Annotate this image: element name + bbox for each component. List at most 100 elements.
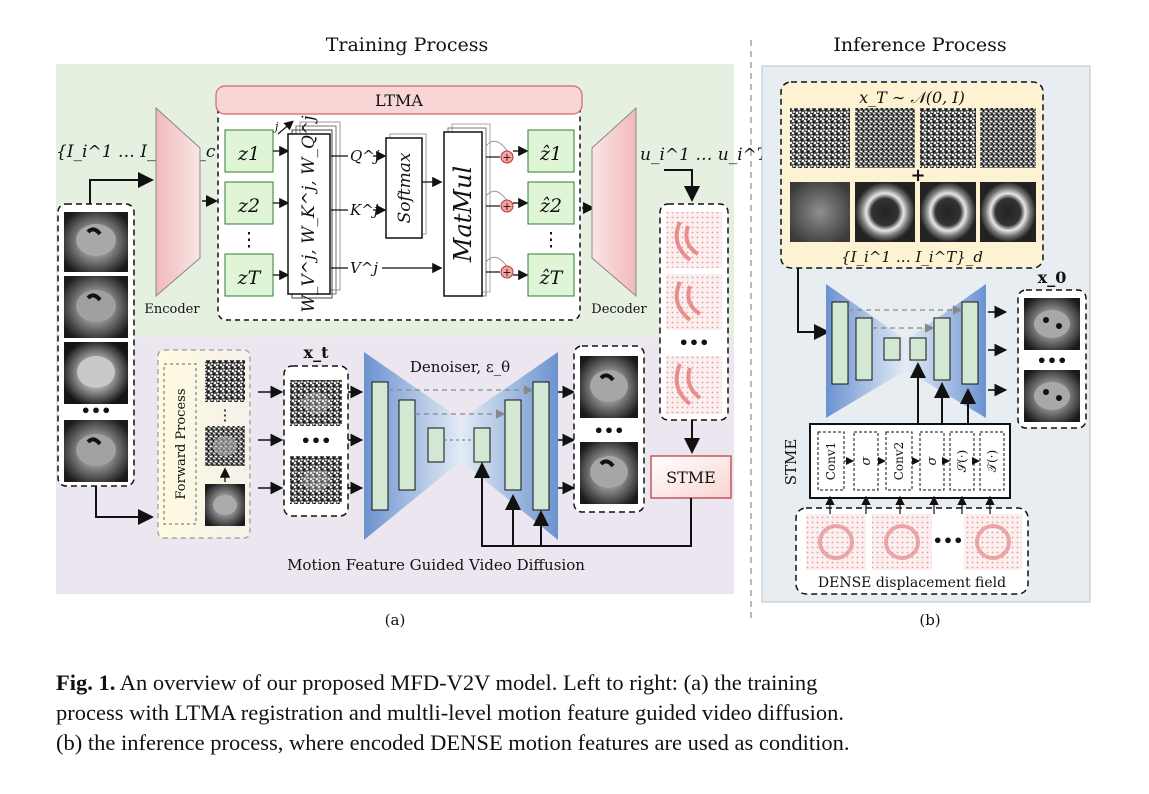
caption-line-3: (b) the inference process, where encoded… bbox=[56, 730, 850, 755]
ltma-header bbox=[215, 85, 583, 115]
input-ellipsis: ••• bbox=[81, 401, 112, 420]
caption-figure-number: Fig. 1. bbox=[56, 670, 116, 695]
xt-label: x_t bbox=[304, 343, 330, 362]
inference-output-ellipsis: ••• bbox=[1037, 351, 1068, 370]
svg-text:ẑ2: ẑ2 bbox=[539, 195, 562, 217]
inference-title: Inference Process bbox=[833, 34, 1006, 56]
panel-b-label: (b) bbox=[919, 611, 940, 629]
encoder-block bbox=[155, 106, 201, 298]
softmax-block: Softmax bbox=[385, 133, 427, 239]
svg-text:𝒮(·): 𝒮(·) bbox=[955, 450, 969, 472]
q-label: Q^j bbox=[350, 147, 380, 165]
arrow-decoder-to-fields bbox=[664, 169, 700, 202]
input-frame bbox=[64, 342, 128, 404]
stme-block-training bbox=[650, 455, 732, 499]
noise-label: x_T ∼ 𝒩(0, I) bbox=[859, 88, 965, 107]
plus-sign: + bbox=[910, 165, 925, 186]
forward-noise-image bbox=[205, 360, 245, 402]
svg-text:ẑ1: ẑ1 bbox=[539, 143, 562, 165]
arrow-noise-to-unet bbox=[797, 268, 830, 340]
diffusion-label: Motion Feature Guided Video Diffusion bbox=[287, 556, 585, 574]
decoder-block bbox=[591, 106, 637, 298]
noise-image bbox=[920, 108, 976, 168]
output-zhat1: ẑ1 bbox=[527, 129, 575, 173]
index-arrow bbox=[277, 120, 294, 135]
output-ellipsis: ⋮ bbox=[542, 229, 561, 251]
svg-text:σ: σ bbox=[925, 455, 940, 465]
caption-line-1: Fig. 1. An overview of our proposed MFD-… bbox=[56, 668, 1096, 698]
inference-output-frame bbox=[1024, 298, 1080, 350]
forward-vertical-ellipsis: ⋮ bbox=[218, 406, 233, 424]
forward-process-label: Forward Process bbox=[174, 388, 189, 499]
motion-field bbox=[666, 212, 722, 268]
motion-field-ellipsis: ••• bbox=[679, 333, 710, 352]
inference-output-frame bbox=[1024, 370, 1080, 422]
denoised-ellipsis: ••• bbox=[594, 421, 625, 440]
stme-sigma1: σ bbox=[853, 431, 879, 491]
condition-image bbox=[790, 182, 850, 242]
forward-clean-image bbox=[205, 484, 245, 526]
stme-temporal: 𝒯(·) bbox=[979, 431, 1005, 491]
residual-add: + bbox=[485, 256, 529, 281]
svg-text:+: + bbox=[502, 200, 511, 213]
residual-add: + bbox=[485, 140, 529, 164]
noise-image bbox=[980, 108, 1036, 168]
noise-image bbox=[855, 108, 915, 168]
encoder-label: Encoder bbox=[144, 302, 200, 317]
stme-feedback-path bbox=[474, 462, 692, 547]
noise-image bbox=[790, 108, 850, 168]
dense-field bbox=[872, 514, 932, 570]
svg-text:z2: z2 bbox=[237, 195, 260, 217]
matmul-block: MatMul bbox=[443, 123, 491, 297]
k-label: K^j bbox=[349, 201, 379, 219]
dense-field bbox=[964, 514, 1022, 570]
input-frame bbox=[64, 212, 128, 272]
latent-z1: z1 bbox=[224, 129, 274, 173]
condition-set-label: {I_i^1 … I_i^T}_d bbox=[841, 248, 983, 266]
figure-diagram: Training Process Inference Process ••• {… bbox=[56, 34, 1091, 629]
condition-image bbox=[855, 182, 915, 242]
stme-spatial: 𝒮(·) bbox=[949, 431, 975, 491]
weights-stack: W_V^j, W_K^j, W_Q^j bbox=[287, 115, 341, 313]
dense-label: DENSE displacement field bbox=[818, 575, 1006, 591]
denoised-frame bbox=[580, 356, 638, 418]
decoder-label: Decoder bbox=[591, 302, 647, 317]
latent-z2: z2 bbox=[224, 181, 274, 225]
svg-text:zT: zT bbox=[237, 267, 262, 289]
latent-zT: zT bbox=[224, 253, 274, 297]
ltma-label: LTMA bbox=[375, 91, 423, 110]
svg-text:z1: z1 bbox=[237, 143, 260, 165]
figure-caption: Fig. 1. An overview of our proposed MFD-… bbox=[56, 668, 1096, 758]
input-frame bbox=[64, 276, 128, 338]
latent-ellipsis: ⋮ bbox=[240, 229, 259, 251]
xt-image bbox=[290, 380, 342, 426]
svg-text:Conv2: Conv2 bbox=[892, 442, 906, 481]
svg-text:MatMul: MatMul bbox=[449, 166, 477, 263]
xt-image bbox=[290, 456, 342, 504]
svg-text:W_V^j, W_K^j, W_Q^j: W_V^j, W_K^j, W_Q^j bbox=[299, 115, 319, 313]
caption-text-1: An overview of our proposed MFD-V2V mode… bbox=[115, 670, 818, 695]
caption-line-2: process with LTMA registration and multl… bbox=[56, 700, 844, 725]
output-zhat2: ẑ2 bbox=[527, 181, 575, 225]
svg-text:σ: σ bbox=[859, 455, 874, 465]
condition-image bbox=[980, 182, 1036, 242]
motion-field bbox=[666, 356, 722, 414]
svg-text:Softmax: Softmax bbox=[395, 152, 415, 223]
stme-conv2: Conv2 bbox=[885, 431, 913, 491]
dense-ellipsis: ••• bbox=[933, 531, 964, 550]
motion-field bbox=[666, 274, 722, 330]
output-zhatT: ẑT bbox=[527, 253, 575, 297]
stme-conv1: Conv1 bbox=[817, 431, 845, 491]
svg-text:Conv1: Conv1 bbox=[824, 442, 838, 481]
residual-add: + bbox=[485, 190, 529, 213]
decoder-output-label: u_i^1 … u_i^T bbox=[640, 145, 770, 165]
input-frame bbox=[64, 420, 128, 482]
inference-unet bbox=[826, 284, 986, 418]
index-j-label: j bbox=[272, 120, 279, 133]
training-title: Training Process bbox=[326, 34, 489, 56]
v-label: V^j bbox=[350, 259, 378, 277]
denoised-frame bbox=[580, 442, 638, 504]
svg-text:+: + bbox=[502, 266, 511, 279]
denoiser-unet bbox=[364, 352, 558, 540]
svg-text:ẑT: ẑT bbox=[539, 267, 564, 289]
